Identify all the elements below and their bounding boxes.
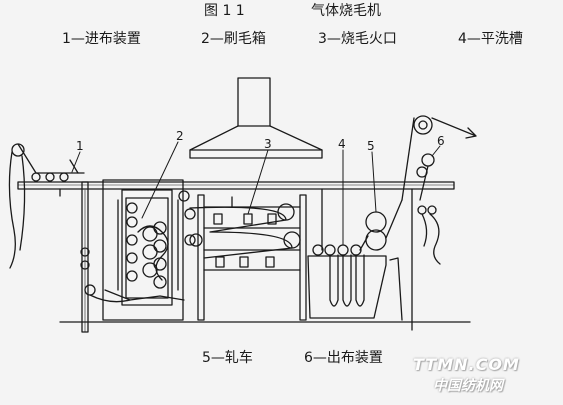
legend-item-singeing-burner: 3—烧毛火口 bbox=[318, 31, 397, 47]
callout-6: 6 bbox=[437, 134, 445, 148]
figure-title: 气体烧毛机 bbox=[311, 3, 381, 19]
legend-item-padder: 5—轧车 bbox=[202, 350, 253, 366]
singeing-section bbox=[189, 194, 307, 321]
figure-label: 图 1 1 bbox=[204, 3, 245, 19]
callout-1: 1 bbox=[76, 139, 84, 153]
exhaust-hood bbox=[189, 77, 323, 159]
cloth-delivery-device bbox=[401, 115, 477, 331]
callout-4: 4 bbox=[338, 137, 346, 151]
legend-item-brush-box: 2—刷毛箱 bbox=[201, 31, 266, 47]
brush-box bbox=[102, 179, 196, 321]
main-frame bbox=[17, 181, 455, 197]
padder bbox=[359, 199, 403, 321]
washing-tank bbox=[307, 188, 387, 319]
callout-leaders bbox=[71, 141, 441, 246]
watermark-name: 中国纺机网 bbox=[433, 378, 503, 394]
callout-2: 2 bbox=[176, 129, 184, 143]
legend-item-washing-tank: 4—平洗槽 bbox=[458, 31, 523, 47]
legend-item-cloth-feeding: 1—进布装置 bbox=[62, 31, 141, 47]
cloth-feeding-device bbox=[8, 143, 131, 333]
callout-3: 3 bbox=[264, 137, 272, 151]
watermark-site: TTMN.COM bbox=[413, 355, 520, 374]
legend-item-cloth-delivery: 6—出布装置 bbox=[304, 350, 383, 366]
callout-5: 5 bbox=[367, 139, 375, 153]
